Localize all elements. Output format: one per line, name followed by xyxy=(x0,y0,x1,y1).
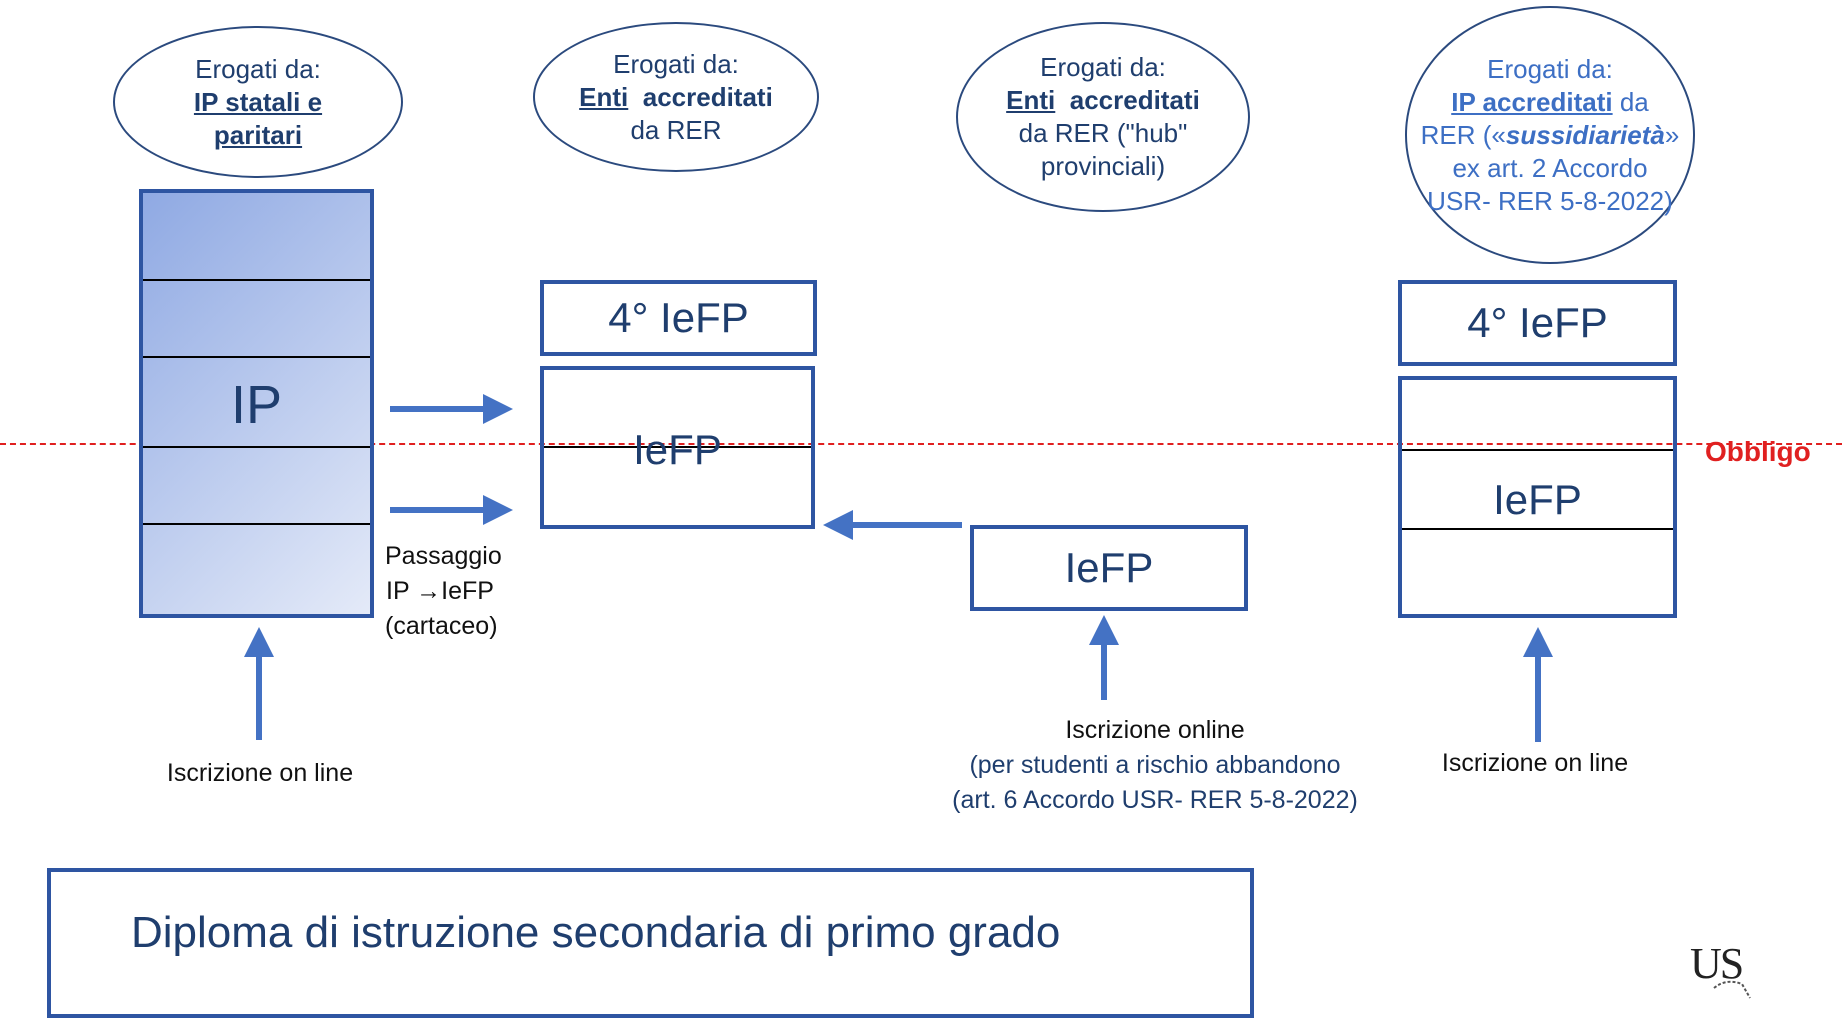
caption-iscrizione-ip: Iscrizione on line xyxy=(166,759,354,787)
oval-line: RER («sussidiarietà» xyxy=(1421,119,1680,152)
oval-enti-accreditati: Erogati da: Enti accreditati da RER xyxy=(533,22,819,172)
ip-divider xyxy=(143,279,370,281)
caption-line: Iscrizione online xyxy=(1065,716,1245,744)
ip-divider xyxy=(143,356,370,358)
oval-ip-statali: Erogati da: IP statali e paritari xyxy=(113,26,403,178)
oval-line: da RER ("hub" xyxy=(1018,118,1188,148)
ip-divider xyxy=(143,523,370,525)
oval-word: Enti xyxy=(1006,85,1056,115)
iefp-quarto-box-2 xyxy=(1398,280,1677,366)
oval-head: Erogati da: xyxy=(1040,52,1166,82)
iefp-hub-label: IeFP xyxy=(1064,544,1154,591)
oval-word: sussidiarietà xyxy=(1505,119,1665,150)
usr-logo-mark xyxy=(1713,980,1751,999)
oval-head: Erogati da: xyxy=(195,53,321,84)
oval-word: RER (« xyxy=(1420,119,1506,150)
ip-label: IP xyxy=(230,375,283,435)
obbligo-label: Obbligo xyxy=(1705,436,1811,467)
caption-line: (per studenti a rischio abbandono xyxy=(969,751,1341,779)
oval-word: » xyxy=(1664,119,1680,150)
iefp-box-2 xyxy=(1398,376,1677,618)
oval-line: paritari xyxy=(213,119,303,150)
caption-iscrizione-hub: Iscrizione online (per studenti a rischi… xyxy=(855,713,1455,818)
iefp-divider xyxy=(544,446,811,448)
iefp-hub-box xyxy=(970,525,1248,611)
oval-word: Enti xyxy=(579,81,629,112)
diploma-label: Diploma di istruzione secondaria di prim… xyxy=(131,908,1061,957)
iefp-quarto-label-1: 4° IeFP xyxy=(608,294,749,341)
passaggio-line: (cartaceo) xyxy=(385,612,498,640)
oval-hub-provinciali: Erogati da: Enti accreditati da RER ("hu… xyxy=(956,22,1250,212)
oval-line: IP statali e xyxy=(193,86,323,117)
iefp-box-1 xyxy=(540,366,815,529)
oval-line: da RER xyxy=(630,114,722,145)
iefp-quarto-label-2: 4° IeFP xyxy=(1467,299,1608,346)
iefp-divider xyxy=(1402,528,1673,530)
iefp-divider xyxy=(1402,449,1673,451)
passaggio-caption: Passaggio IP →IeFP (cartaceo) xyxy=(385,539,502,644)
oval-word: accreditati xyxy=(642,81,773,112)
caption-line: (art. 6 Accordo USR- RER 5-8-2022) xyxy=(952,786,1358,814)
usr-logo-text: US xyxy=(1690,939,1744,988)
ip-divider xyxy=(143,446,370,448)
oval-word: da xyxy=(1619,86,1649,117)
oval-word: IP accreditati xyxy=(1451,86,1613,117)
passaggio-line: Passaggio xyxy=(385,542,502,570)
oval-sussidiarieta: Erogati da: IP accreditati da RER («suss… xyxy=(1405,6,1695,264)
iefp-quarto-box-1 xyxy=(540,280,817,356)
oval-line: USR- RER 5-8-2022) xyxy=(1427,185,1673,216)
oval-line: ex art. 2 Accordo xyxy=(1452,152,1648,183)
oval-word: accreditati xyxy=(1069,85,1200,115)
caption-iscrizione-sussid: Iscrizione on line xyxy=(1441,749,1629,777)
usr-logo: US xyxy=(1690,938,1770,999)
obbligo-line xyxy=(0,443,1842,445)
oval-line: Enti accreditati xyxy=(579,81,773,114)
oval-line: provinciali) xyxy=(1040,151,1166,181)
ip-block xyxy=(139,189,374,618)
passaggio-line: IP →IeFP xyxy=(386,577,494,605)
oval-line: IP accreditati da xyxy=(1451,86,1649,119)
oval-head: Erogati da: xyxy=(613,48,739,79)
iefp-label-2: IeFP xyxy=(1493,476,1582,523)
oval-head: Erogati da: xyxy=(1487,53,1613,84)
iefp-label-1: IeFP xyxy=(633,426,722,473)
oval-line: Enti accreditati xyxy=(1006,84,1200,117)
